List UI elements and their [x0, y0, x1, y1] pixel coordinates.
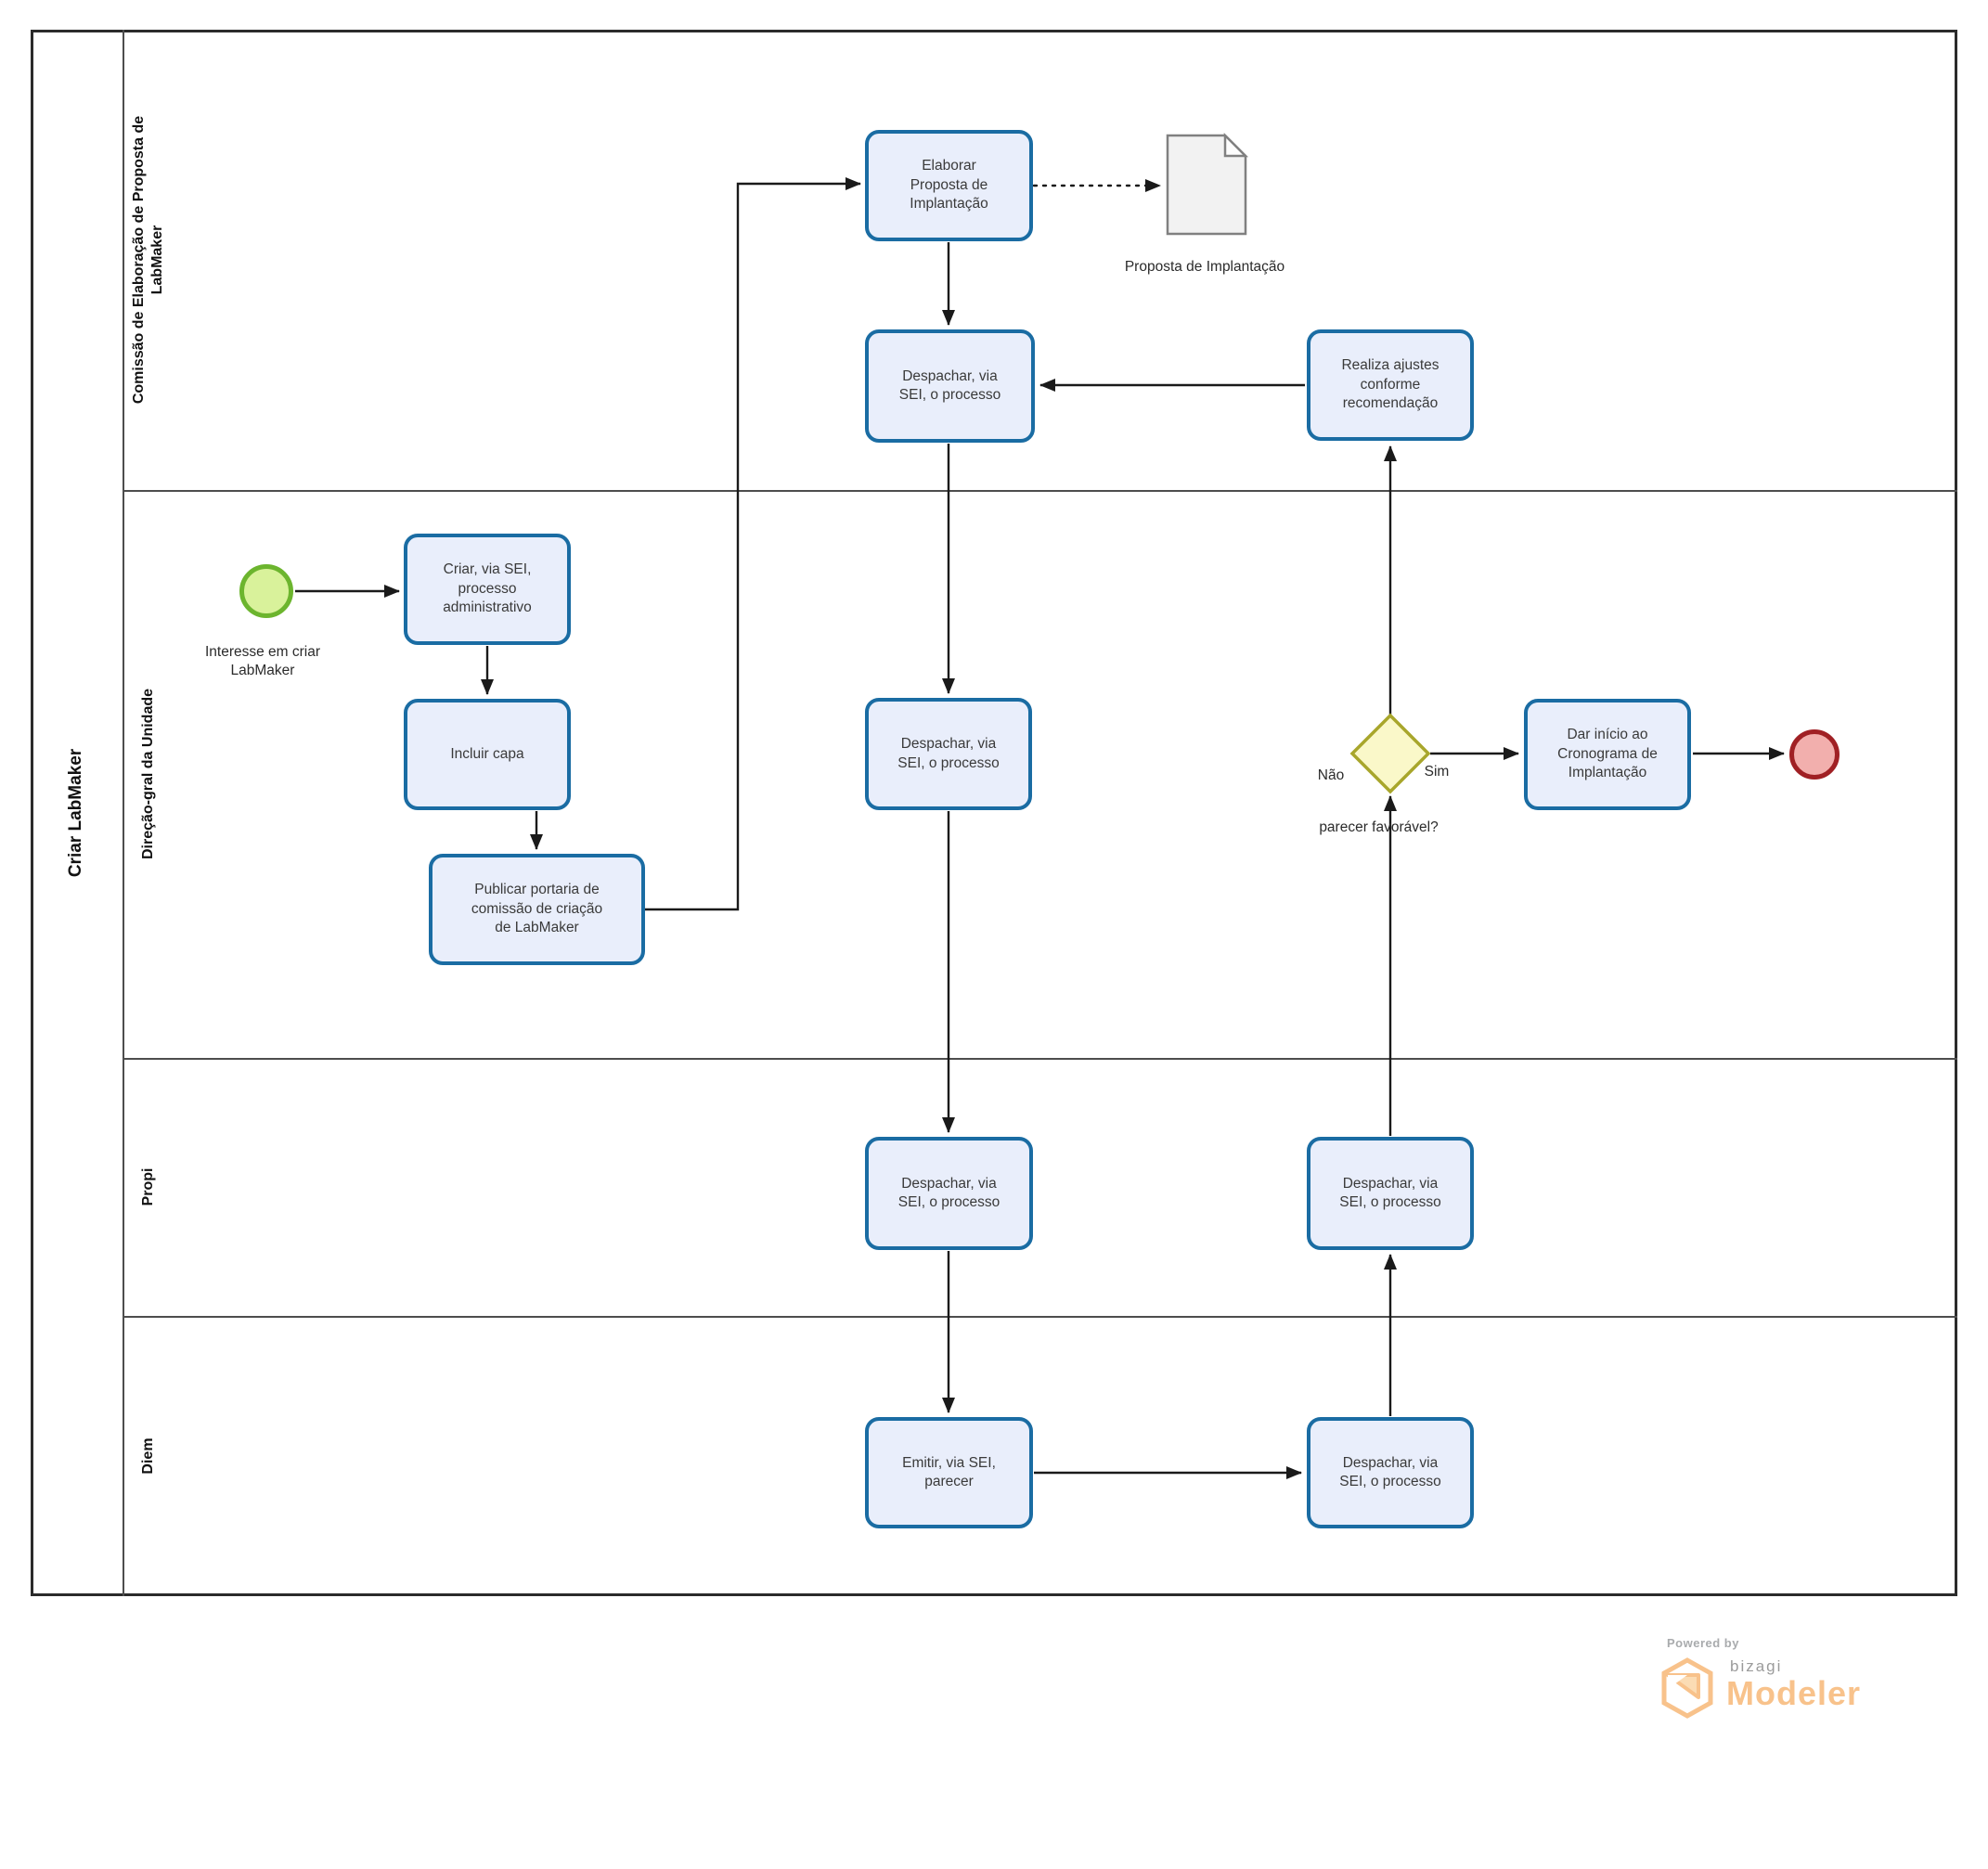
end-event[interactable] — [1789, 729, 1840, 780]
task-despachar-propi-2[interactable]: Despachar, via SEI, o processo — [1307, 1137, 1474, 1250]
task-realiza-ajustes[interactable]: Realiza ajustes conforme recomendação — [1307, 329, 1474, 441]
task-emitir-parecer[interactable]: Emitir, via SEI, parecer — [865, 1417, 1033, 1528]
powered-by-label: Powered by — [1667, 1636, 1739, 1650]
task-criar-processo[interactable]: Criar, via SEI, processo administrativo — [404, 534, 571, 645]
lane-separator-2 — [123, 1058, 1957, 1060]
gateway-question-label: parecer favorável? — [1319, 819, 1439, 835]
document-label: Proposta de Implantação — [1124, 259, 1285, 275]
bizagi-hexagon-icon — [1661, 1657, 1713, 1719]
lane-separator-3 — [123, 1316, 1957, 1318]
task-dar-inicio-cronograma[interactable]: Dar início ao Cronograma de Implantação — [1524, 699, 1691, 810]
bizagi-branding: Powered by bizagi Modeler — [1661, 1636, 1903, 1719]
task-despachar-direcao[interactable]: Despachar, via SEI, o processo — [865, 698, 1032, 810]
gateway-label-nao: Não — [1317, 767, 1345, 783]
gateway-label-sim: Sim — [1424, 764, 1450, 780]
flow-publicar-to-elaborar — [645, 177, 861, 911]
exclusive-gateway[interactable] — [1349, 713, 1431, 794]
sequence-flows — [295, 177, 1785, 1479]
task-incluir-capa[interactable]: Incluir capa — [404, 699, 571, 810]
pool-header-separator — [123, 30, 124, 1596]
task-despachar-comissao[interactable]: Despachar, via SEI, o processo — [865, 329, 1035, 443]
modeler-wordmark: Modeler — [1726, 1674, 1862, 1712]
start-event-label: Interesse em criar LabMaker — [204, 644, 321, 679]
pool-criar-labmaker — [31, 30, 1957, 1596]
task-elaborar-proposta[interactable]: Elaborar Proposta de Implantação — [865, 130, 1033, 241]
bizagi-wordmark: bizagi — [1730, 1657, 1783, 1675]
start-event[interactable] — [239, 564, 293, 618]
task-despachar-propi-1[interactable]: Despachar, via SEI, o processo — [865, 1137, 1033, 1250]
task-publicar-portaria[interactable]: Publicar portaria de comissão de criação… — [429, 854, 645, 965]
lane-separator-1 — [123, 490, 1957, 492]
document-shape[interactable] — [1166, 132, 1249, 236]
task-despachar-diem[interactable]: Despachar, via SEI, o processo — [1307, 1417, 1474, 1528]
